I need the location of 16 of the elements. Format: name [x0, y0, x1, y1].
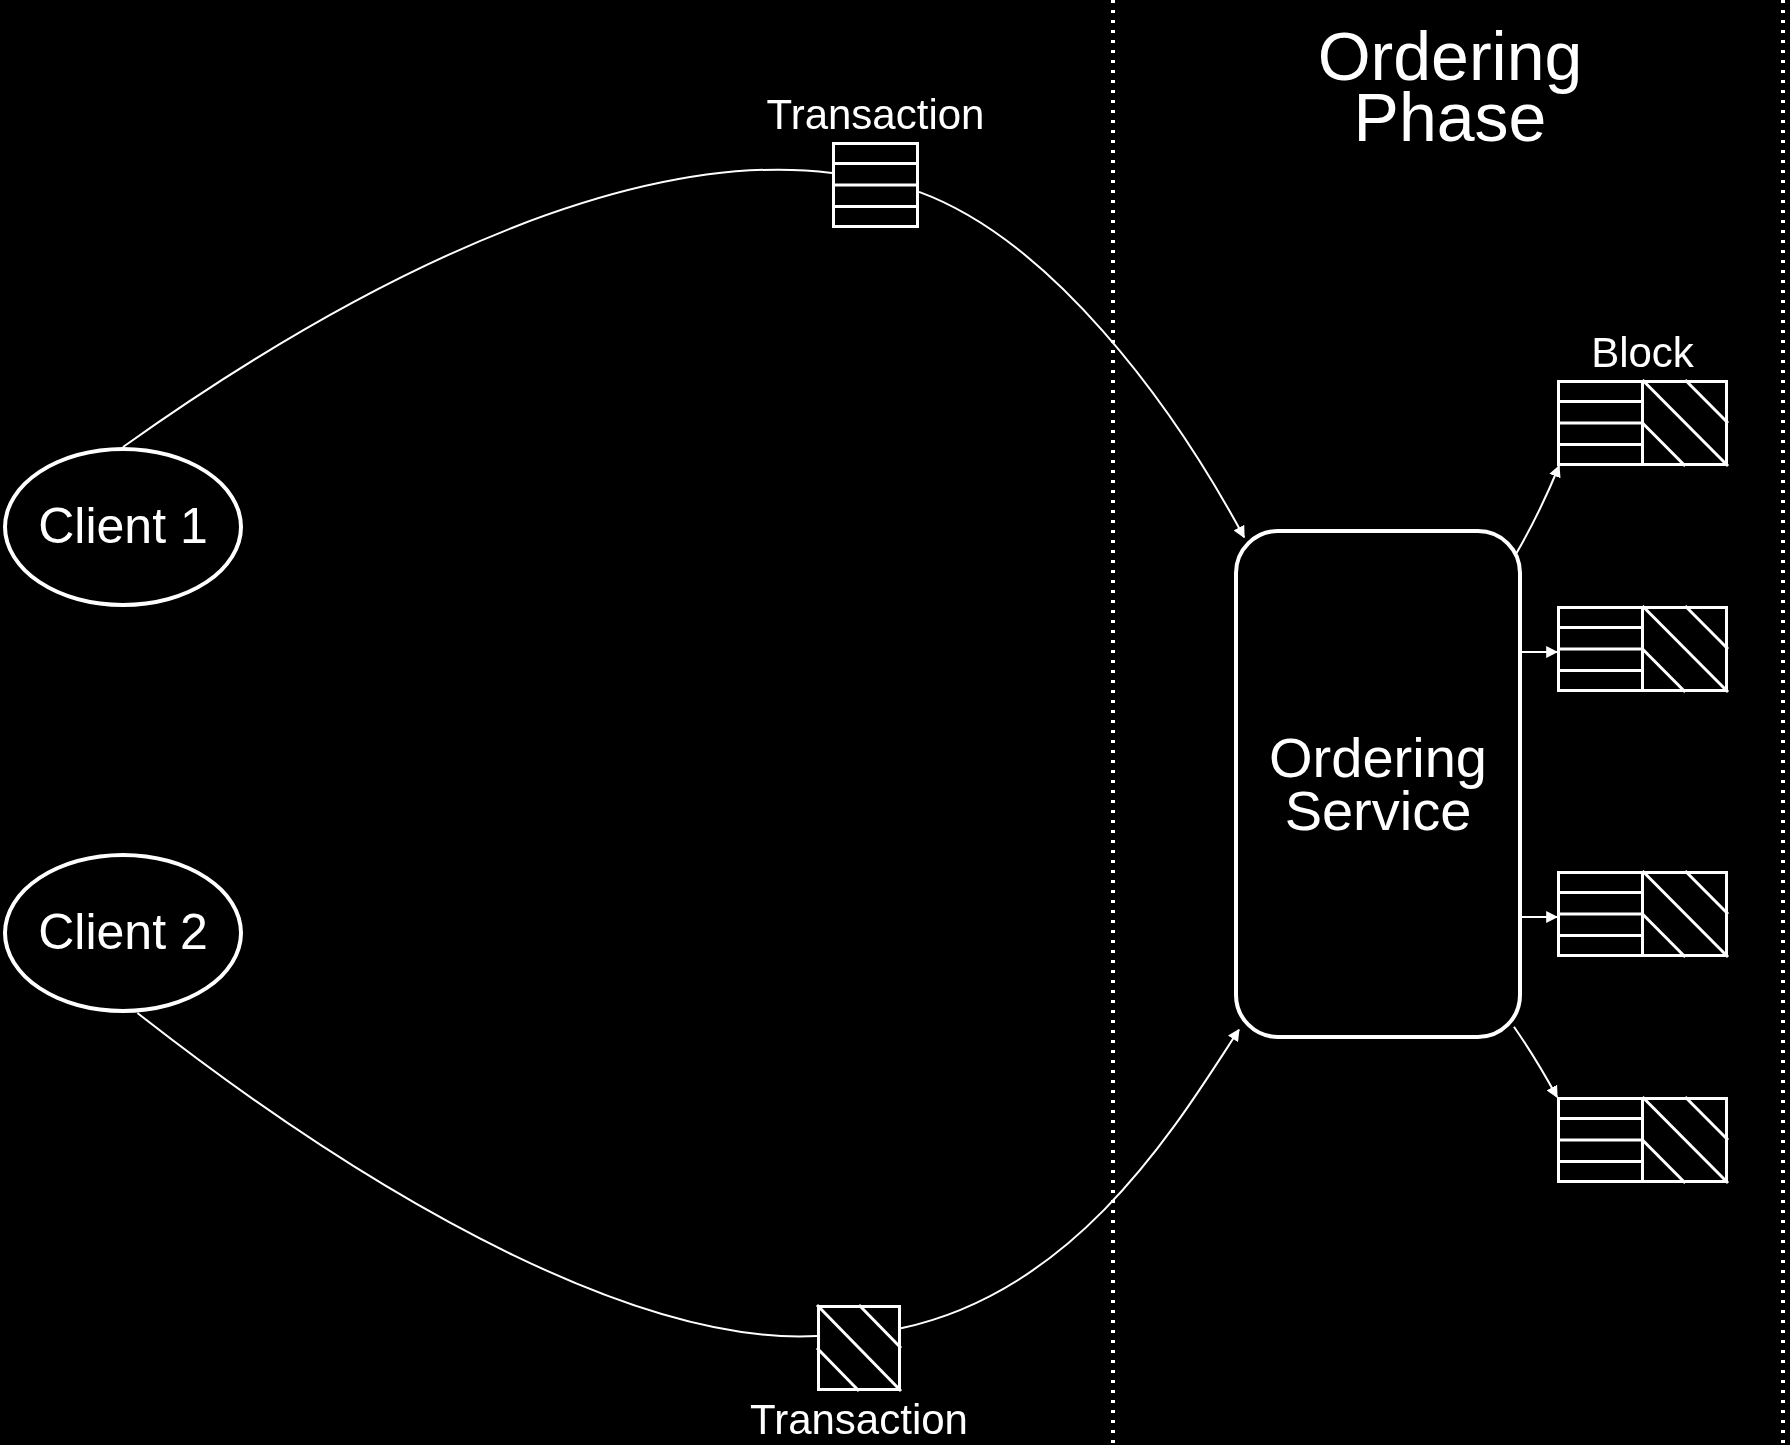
node-label: Client 1 [38, 503, 208, 551]
node-label: Transaction [766, 94, 985, 136]
arrow [900, 1028, 1240, 1330]
arrow [1512, 1025, 1558, 1099]
arrow [1521, 646, 1559, 658]
node-label: Transaction [750, 1399, 968, 1441]
connector-line [136, 1012, 818, 1337]
phase-title: Ordering Phase [1316, 26, 1584, 149]
node-label: Block [1591, 332, 1694, 374]
arrow [918, 190, 1246, 539]
node-label: Client 2 [38, 909, 208, 957]
node-label: Ordering Service [1268, 730, 1488, 838]
arrow [1514, 464, 1561, 555]
arrow [1521, 911, 1559, 923]
service-box [1234, 529, 1522, 1039]
connector-line [122, 168, 833, 448]
